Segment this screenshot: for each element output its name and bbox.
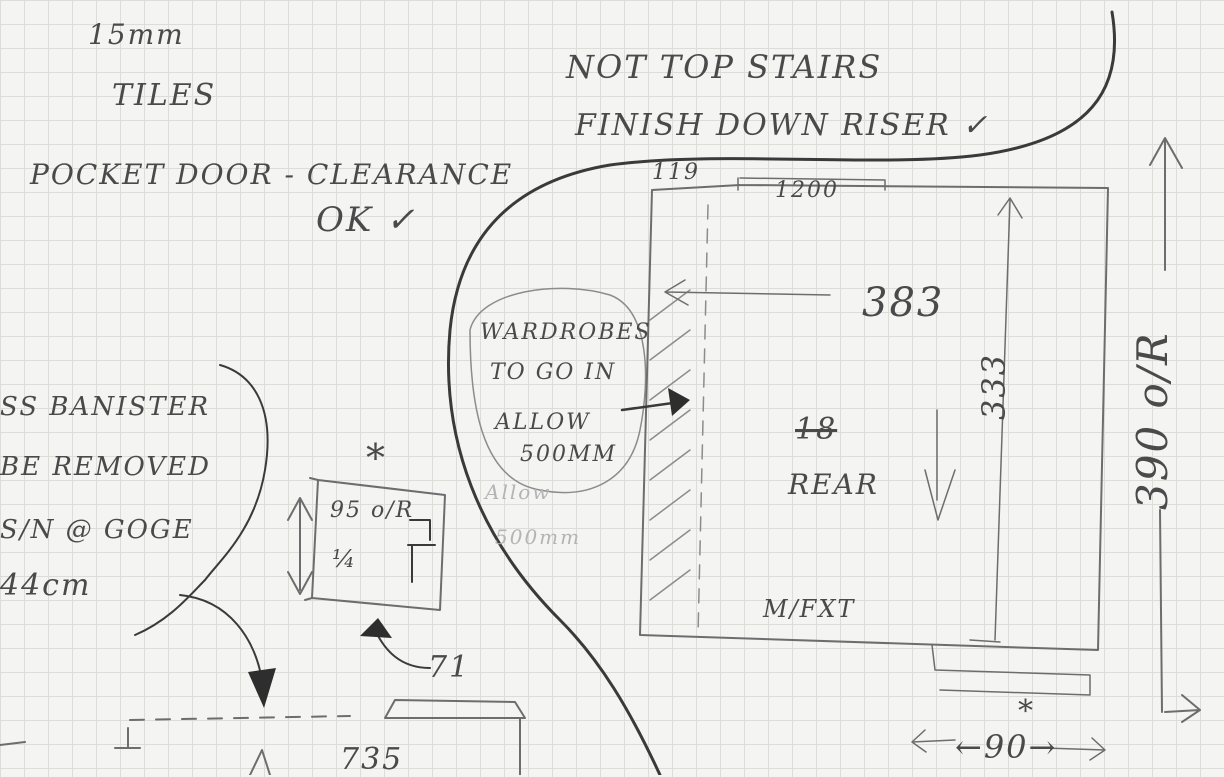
wardrobe-hatch bbox=[649, 289, 691, 601]
down-arrow bbox=[924, 409, 956, 521]
box-symbol bbox=[407, 519, 436, 583]
dashed-line bbox=[129, 715, 351, 721]
room-top-dim: 1200 bbox=[775, 178, 839, 203]
banister-note-1: SS BANISTER bbox=[0, 392, 211, 422]
box-outline bbox=[304, 477, 446, 611]
room-asterisk: * bbox=[1018, 694, 1035, 729]
room-inner-dim: 383 bbox=[862, 280, 945, 326]
wardrobe-note-4: 500MM bbox=[520, 442, 618, 467]
room-fixture-label: M/FXT bbox=[763, 595, 856, 623]
wardrobe-note-1: WARDROBES bbox=[480, 320, 652, 345]
wardrobe-note-3: ALLOW bbox=[495, 410, 591, 435]
bottom-fragments bbox=[0, 699, 526, 775]
box-arrow bbox=[287, 497, 313, 595]
room-rear-label: REAR bbox=[788, 468, 879, 501]
room-bottom-dim: ←90→ bbox=[955, 728, 1058, 766]
stair-boundary-curve bbox=[446, 10, 1117, 775]
stairs-note-1: NOT TOP STAIRS bbox=[566, 48, 883, 86]
pocket-door-note: POCKET DOOR - CLEARANCE bbox=[30, 158, 514, 191]
room-top-left-dim: 119 bbox=[652, 160, 700, 185]
wardrobe-note-2: TO GO IN bbox=[490, 360, 617, 385]
inner-dim-arrow bbox=[664, 279, 831, 306]
room-overall-dim: 390 o/R bbox=[1128, 331, 1177, 510]
box-dim-71: 71 bbox=[428, 650, 471, 685]
stairs-note-2: FINISH DOWN RISER ✓ bbox=[575, 108, 990, 143]
tiles-note: TILES bbox=[112, 78, 217, 113]
room-floor-label: 18 bbox=[795, 412, 838, 447]
wardrobe-zone-line bbox=[697, 204, 709, 636]
wardrobe-faint-2: 500mm bbox=[495, 525, 582, 549]
overall-dim-arrow bbox=[1149, 137, 1201, 723]
tile-thickness-note: 15mm bbox=[88, 18, 185, 51]
wardrobe-faint-1: Allow bbox=[485, 480, 552, 504]
box-asterisk: * bbox=[366, 436, 387, 480]
vertical-dim-arrow bbox=[969, 197, 1023, 643]
banister-bracket bbox=[134, 364, 269, 636]
bottom-dim-arrows bbox=[911, 729, 1106, 761]
box-line-1: 95 o/R bbox=[330, 498, 415, 523]
wardrobe-bubble bbox=[469, 287, 647, 494]
box-line-2: ¼ bbox=[332, 545, 358, 573]
bottom-step bbox=[931, 644, 1091, 696]
banister-note-2: BE REMOVED bbox=[0, 452, 211, 482]
banister-pointer-head bbox=[248, 668, 276, 708]
pocket-door-ok: OK ✓ bbox=[316, 200, 417, 240]
box-dim-735: 735 bbox=[340, 742, 404, 777]
pointer-71-head bbox=[360, 618, 392, 638]
room-vertical-dim: 333 bbox=[975, 352, 1013, 420]
banister-note-4: 44cm bbox=[0, 568, 92, 603]
top-dim-bracket bbox=[737, 177, 886, 191]
wardrobe-pointer-head bbox=[668, 388, 690, 416]
banister-note-3: S/N @ GOGE bbox=[0, 515, 194, 545]
room-outline bbox=[639, 184, 1109, 651]
banister-pointer bbox=[179, 594, 263, 681]
